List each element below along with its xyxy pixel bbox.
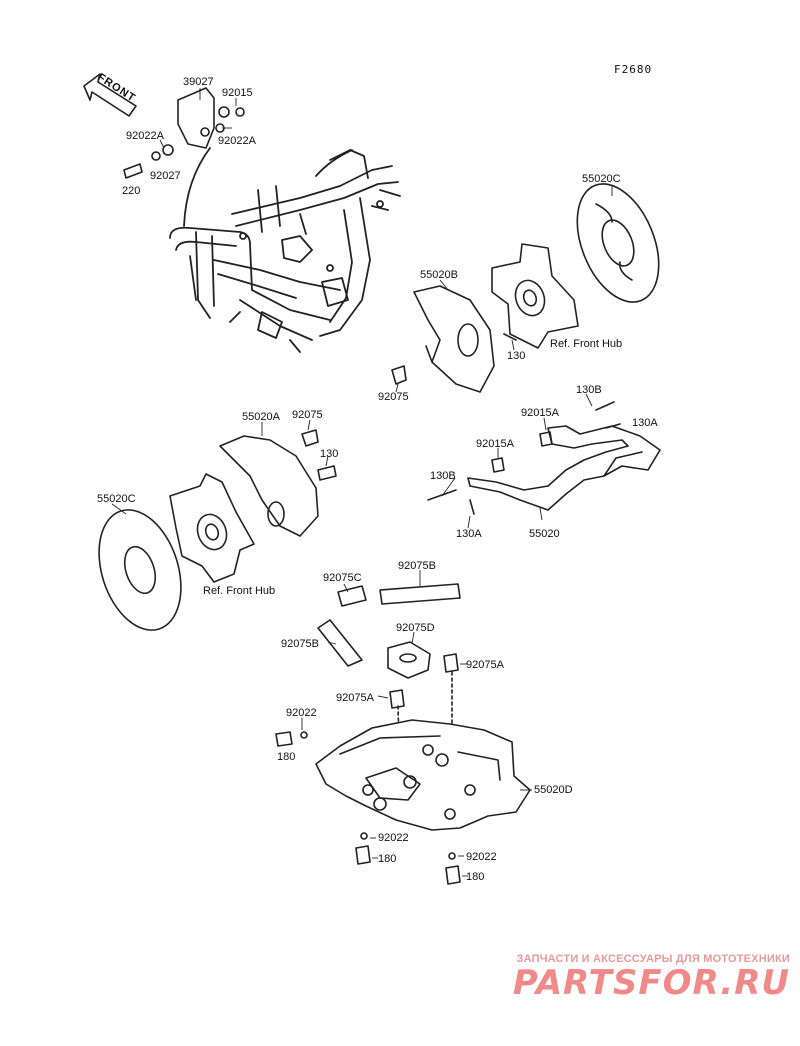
guard-55020B	[413, 285, 495, 393]
washer-92022-a	[300, 731, 308, 739]
part-label-130B: 130B	[430, 470, 456, 482]
front-hub-left	[169, 473, 255, 583]
part-label-180: 180	[277, 751, 296, 763]
pad-92075C	[337, 585, 367, 607]
cap-92075-mid	[301, 429, 319, 447]
skid-plate-55020D	[315, 719, 531, 831]
part-label-55020C: 55020C	[97, 493, 136, 505]
washer-92022-b	[360, 832, 368, 840]
part-label-92022: 92022	[286, 707, 317, 719]
part-label-130: 130	[320, 448, 339, 460]
part-label-92075C: 92075C	[323, 572, 362, 584]
part-label-130B: 130B	[576, 384, 602, 396]
front-hub-top	[491, 243, 579, 349]
part-label-92027: 92027	[150, 170, 181, 182]
nut-92015A-b	[491, 457, 505, 473]
skid-plate-55020C-left	[98, 509, 182, 631]
skid-plate-55020C-top	[576, 183, 660, 303]
guard-55020A	[219, 435, 319, 537]
ref-front-hub-label: Ref. Front Hub	[550, 338, 623, 350]
washer-92022-c	[448, 852, 456, 860]
part-label-130A: 130A	[456, 528, 482, 540]
bolt-130A-a	[605, 423, 621, 429]
part-label-92075B: 92075B	[281, 638, 319, 650]
bolt-180-b	[355, 845, 371, 865]
bolt-130B-a	[595, 401, 615, 411]
part-label-55020D: 55020D	[534, 784, 573, 796]
part-label-92022: 92022	[466, 851, 497, 863]
collar-92075A-a	[443, 653, 459, 673]
figure-code: F2680	[614, 63, 653, 76]
part-label-55020B: 55020B	[420, 269, 458, 281]
part-label-180: 180	[378, 853, 397, 865]
part-label-92075: 92075	[378, 391, 409, 403]
ref-front-hub-label: Ref. Front Hub	[203, 585, 276, 597]
part-label-92075A: 92075A	[336, 692, 374, 704]
pad-92075B-b	[317, 619, 363, 667]
part-label-180: 180	[466, 871, 485, 883]
part-label-92022A: 92022A	[218, 135, 256, 147]
frame-assembly	[169, 147, 401, 353]
part-label-92075D: 92075D	[396, 622, 435, 634]
part-label-92022: 92022	[378, 832, 409, 844]
part-label-130A: 130A	[632, 417, 658, 429]
bolt-130-mid	[317, 465, 337, 481]
pad-92075B-a	[379, 583, 461, 605]
part-label-92015: 92015	[222, 87, 253, 99]
part-label-92015A: 92015A	[476, 438, 514, 450]
front-arrow-icon	[83, 73, 137, 117]
part-label-55020A: 55020A	[242, 411, 280, 423]
part-label-55020: 55020	[529, 528, 560, 540]
bolt-130B-b	[427, 489, 457, 501]
part-label-39027: 39027	[183, 76, 214, 88]
part-label-92015A: 92015A	[521, 407, 559, 419]
part-label-92075: 92075	[292, 409, 323, 421]
block-92075D	[387, 641, 431, 679]
bolt-130-top	[503, 333, 517, 341]
part-label-92075A: 92075A	[466, 659, 504, 671]
bumper-55020	[467, 425, 661, 511]
bolt-130A-b	[469, 499, 475, 515]
bolt-180-a	[275, 731, 293, 747]
collar-92075A-b	[389, 689, 405, 709]
bolt-180-c	[445, 865, 461, 885]
nut-92015A-a	[539, 431, 553, 447]
part-label-92022A: 92022A	[126, 130, 164, 142]
part-label-220: 220	[122, 185, 141, 197]
part-label-130: 130	[507, 350, 526, 362]
bracket-39027	[123, 87, 245, 179]
watermark-logo: PARTSFOR.RU	[512, 963, 790, 1003]
part-label-55020C: 55020C	[582, 173, 621, 185]
cap-92075-top	[391, 365, 407, 385]
part-label-92075B: 92075B	[398, 560, 436, 572]
watermark-caption: ЗАПЧАСТИ И АКСЕССУАРЫ ДЛЯ МОТОТЕХНИКИ	[516, 953, 790, 965]
